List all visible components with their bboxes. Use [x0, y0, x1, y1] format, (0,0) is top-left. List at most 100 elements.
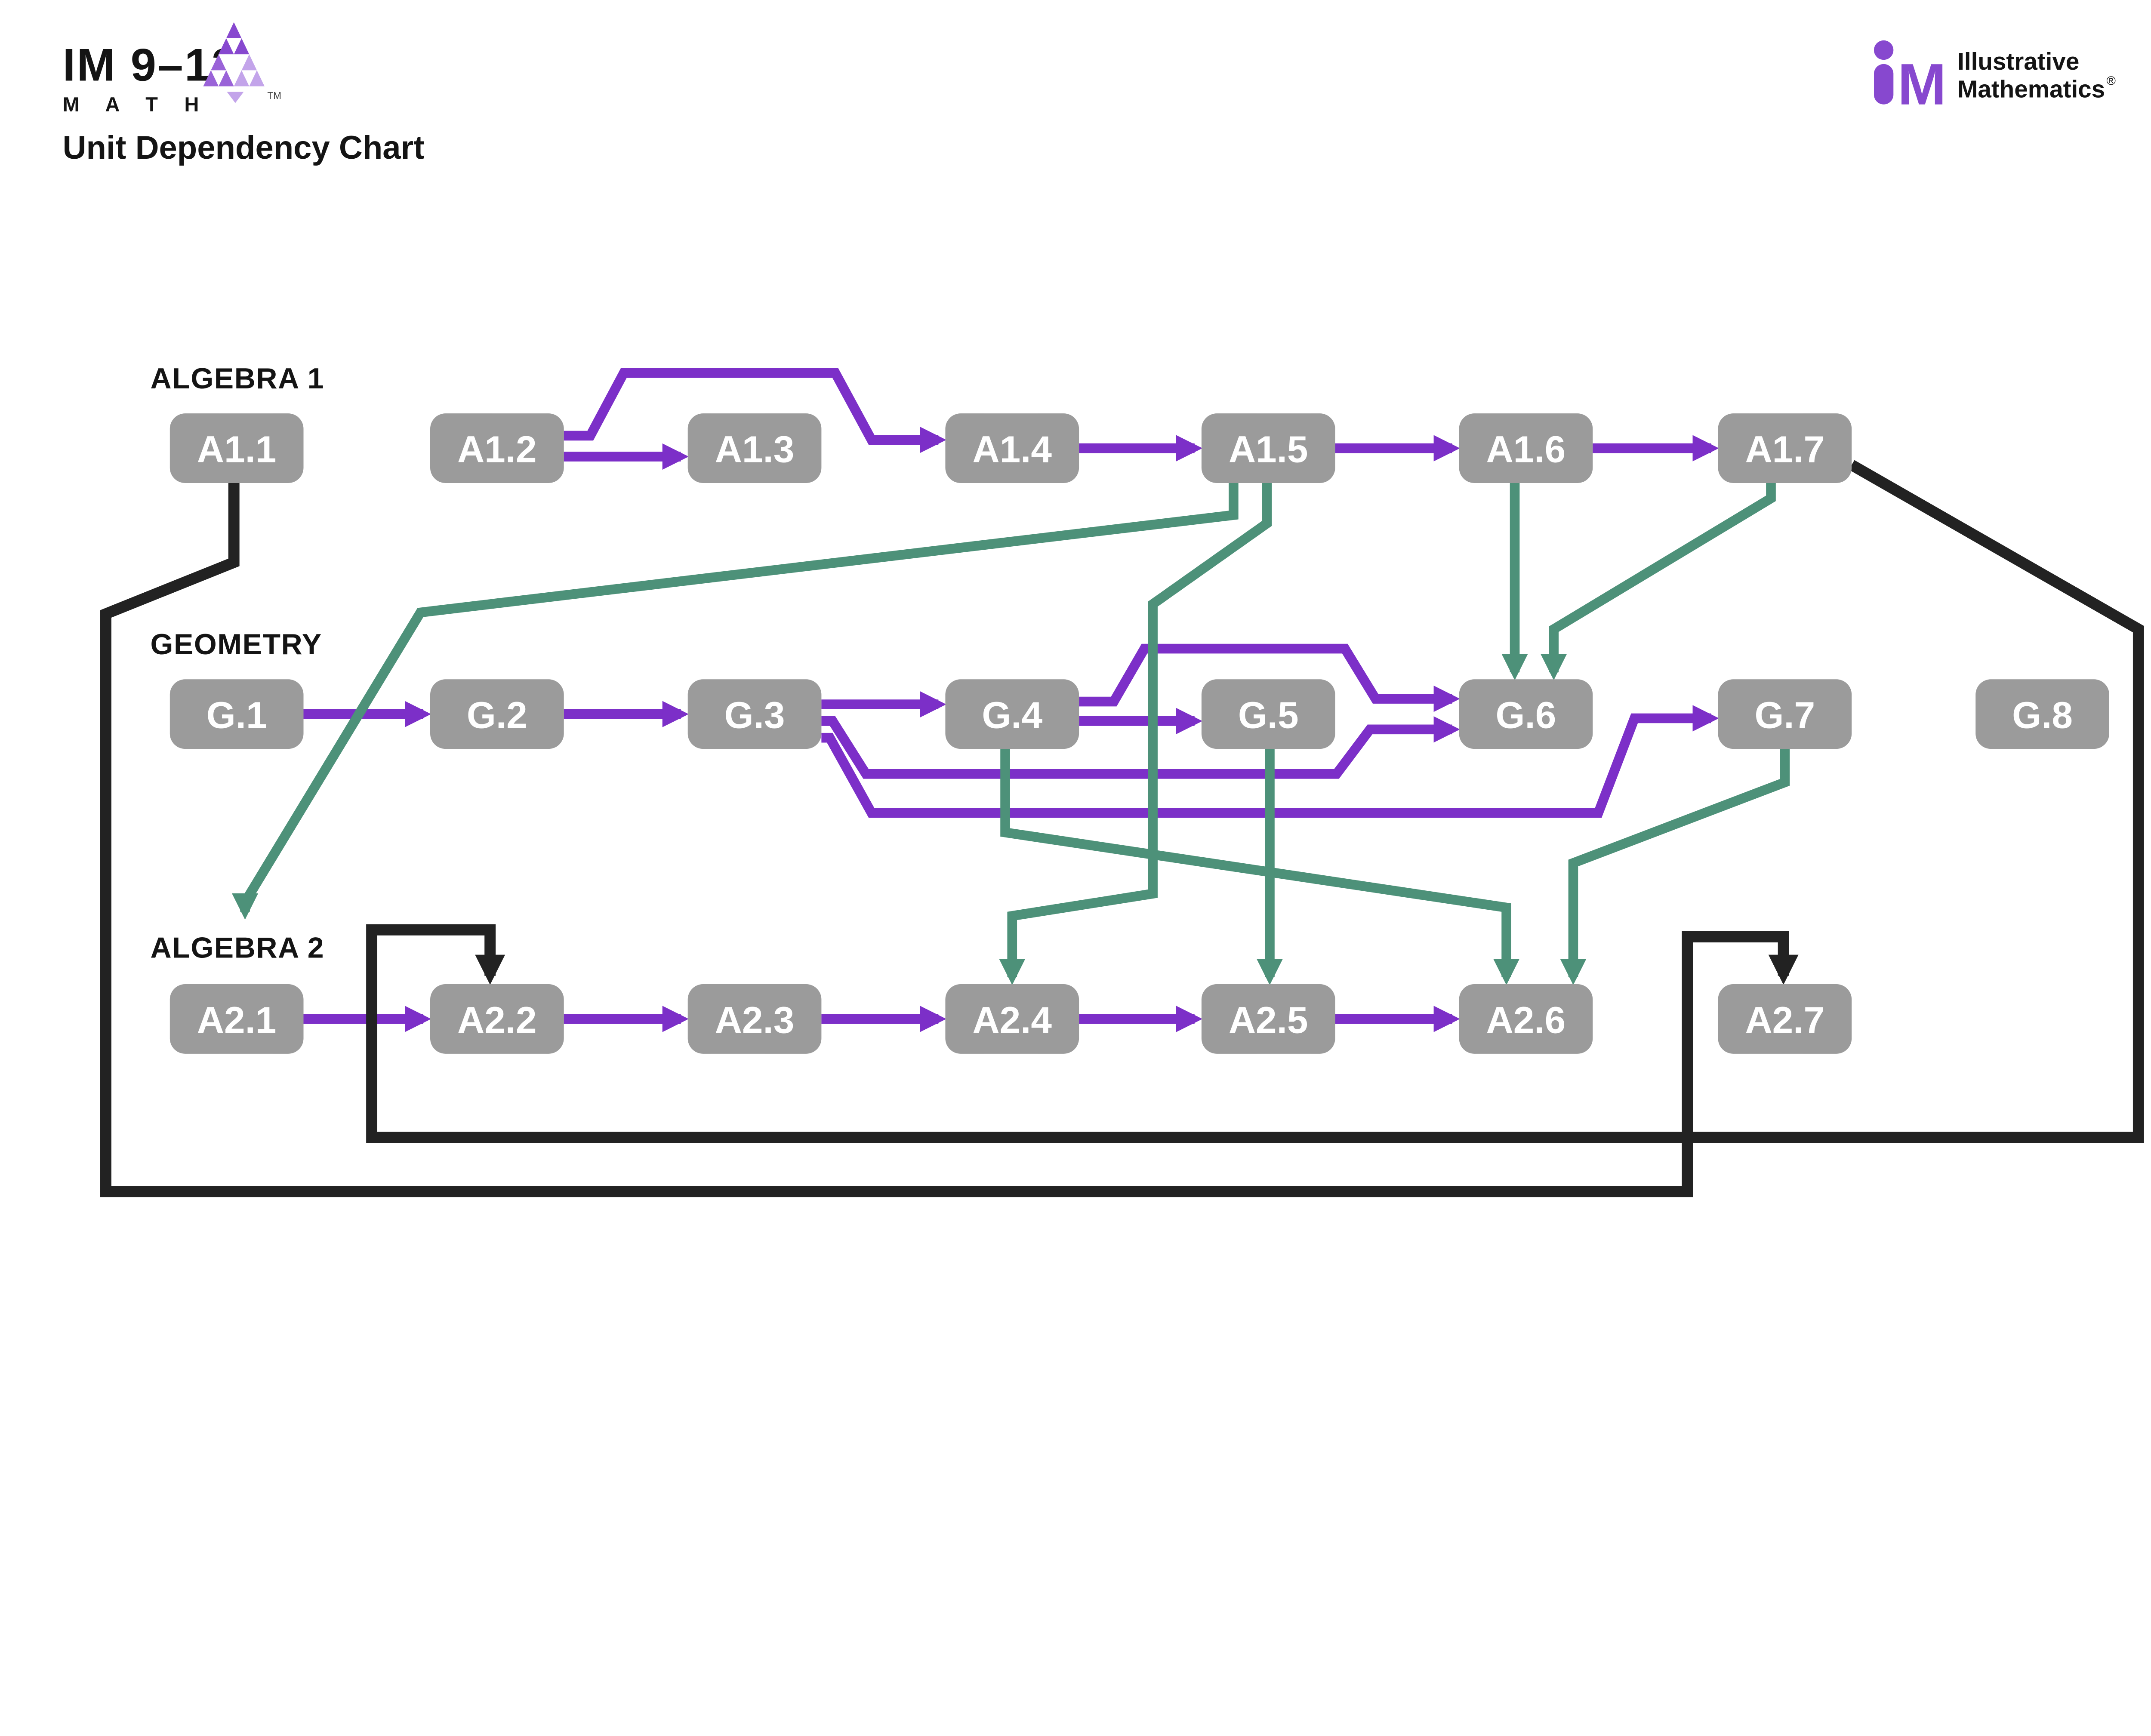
unit-node-a1-1[interactable]: A1.1 — [169, 413, 304, 483]
edge-g3-g7 — [821, 705, 1719, 818]
unit-node-a2-1[interactable]: A2.1 — [169, 984, 304, 1054]
unit-label: G.3 — [724, 694, 785, 736]
unit-box — [430, 984, 564, 1054]
unit-label: A1.1 — [197, 428, 277, 470]
edges-purple — [303, 368, 1719, 1032]
unit-node-a1-6[interactable]: A1.6 — [1459, 413, 1593, 483]
unit-node-g-7[interactable]: G.7 — [1718, 679, 1852, 749]
unit-label: A2.2 — [457, 999, 537, 1041]
unit-box — [1459, 984, 1593, 1054]
unit-node-a2-5[interactable]: A2.5 — [1201, 984, 1335, 1054]
sierpinski-triangle-icon — [203, 22, 265, 103]
trademark-symbol: TM — [267, 90, 281, 101]
unit-node-a1-5[interactable]: A1.5 — [1201, 413, 1335, 483]
unit-box — [1459, 679, 1593, 749]
edge-g3-g6 — [821, 716, 1460, 779]
unit-box — [1459, 413, 1593, 483]
unit-node-a1-4[interactable]: A1.4 — [945, 413, 1079, 483]
brand-i-dot-icon — [1874, 40, 1894, 60]
brand-m-icon: M — [1898, 52, 1946, 117]
unit-label: G.5 — [1238, 694, 1299, 736]
unit-label: A2.3 — [715, 999, 795, 1041]
unit-node-a1-2[interactable]: A1.2 — [430, 413, 564, 483]
unit-label: G.2 — [467, 694, 527, 736]
unit-box — [169, 984, 304, 1054]
row-label-geometry: GEOMETRY — [151, 628, 322, 661]
edge-g4-g6 — [1079, 643, 1460, 712]
triangle-cutout-small-1 — [226, 38, 242, 55]
brand-name-line1: Illustrative — [1957, 48, 2079, 75]
row-label-algebra1: ALGEBRA 1 — [151, 362, 325, 395]
unit-box — [1718, 984, 1852, 1054]
unit-box — [1718, 413, 1852, 483]
unit-label: A1.7 — [1745, 428, 1825, 470]
edge-a17-a22 — [366, 460, 2144, 1143]
edge-a17-g6 — [1541, 483, 1776, 680]
unit-box — [1718, 679, 1852, 749]
unit-box — [1201, 679, 1335, 749]
unit-node-g-5[interactable]: G.5 — [1201, 679, 1335, 749]
unit-node-g-8[interactable]: G.8 — [1975, 679, 2109, 749]
unit-label: A2.7 — [1745, 999, 1825, 1041]
row-label-algebra2: ALGEBRA 2 — [151, 932, 325, 964]
unit-label: G.6 — [1496, 694, 1556, 736]
unit-box — [169, 679, 304, 749]
illustrative-mathematics-logo: M Illustrative Mathematics ® — [1874, 40, 2116, 117]
unit-label: A1.3 — [715, 428, 795, 470]
unit-node-a2-7[interactable]: A2.7 — [1718, 984, 1852, 1054]
unit-node-g-1[interactable]: G.1 — [169, 679, 304, 749]
unit-label: A1.4 — [972, 428, 1052, 470]
unit-box — [945, 679, 1079, 749]
triangle-fragment — [227, 92, 244, 103]
brand-i-stem-icon — [1874, 64, 1894, 105]
unit-node-a1-3[interactable]: A1.3 — [687, 413, 822, 483]
unit-label: A2.4 — [972, 999, 1052, 1041]
unit-box — [687, 679, 822, 749]
unit-box — [430, 679, 564, 749]
unit-label: A2.5 — [1229, 999, 1308, 1041]
unit-box — [169, 413, 304, 483]
triangle-cutout-small-2 — [211, 70, 226, 86]
logo-math-text: M A T H — [63, 93, 210, 116]
row-geometry: G.1 G.2 G.3 G.4 G.5 G.6 G.7 G.8 — [169, 679, 2109, 749]
row-algebra2: A2.1 A2.2 A2.3 A2.4 A2.5 A2.6 A2.7 — [169, 984, 1852, 1054]
brand-name-line2: Mathematics — [1957, 76, 2105, 103]
unit-label: G.7 — [1754, 694, 1815, 736]
edge-a15-a24 — [999, 483, 1272, 985]
unit-box — [687, 413, 822, 483]
unit-label: A1.6 — [1486, 428, 1566, 470]
unit-node-a2-2[interactable]: A2.2 — [430, 984, 564, 1054]
unit-box — [945, 413, 1079, 483]
triangle-center-cutout — [219, 54, 250, 86]
unit-box — [1201, 984, 1335, 1054]
unit-node-a2-3[interactable]: A2.3 — [687, 984, 822, 1054]
unit-box — [430, 413, 564, 483]
page-title: Unit Dependency Chart — [63, 129, 425, 166]
edges-teal — [231, 483, 1790, 985]
unit-label: G.1 — [206, 694, 267, 736]
edges-black — [100, 460, 2144, 1197]
im-912-logo: IM 9–12 M A T H TM — [63, 22, 281, 116]
unit-node-a2-6[interactable]: A2.6 — [1459, 984, 1593, 1054]
edge-g7-a26 — [1560, 749, 1790, 985]
registered-symbol: ® — [2106, 74, 2115, 88]
edge-a11-a27 — [100, 483, 1799, 1197]
unit-node-a1-7[interactable]: A1.7 — [1718, 413, 1852, 483]
unit-label: A1.2 — [457, 428, 537, 470]
unit-label: A2.1 — [197, 999, 277, 1041]
unit-box — [945, 984, 1079, 1054]
row-algebra1: A1.1 A1.2 A1.3 A1.4 A1.5 A1.6 A1.7 — [169, 413, 1852, 483]
edge-a12-a14 — [564, 368, 946, 453]
unit-node-g-3[interactable]: G.3 — [687, 679, 822, 749]
unit-box — [687, 984, 822, 1054]
unit-box — [1201, 413, 1335, 483]
unit-label: A1.5 — [1229, 428, 1308, 470]
unit-node-g-6[interactable]: G.6 — [1459, 679, 1593, 749]
unit-node-a2-4[interactable]: A2.4 — [945, 984, 1079, 1054]
triangle-cutout-small-3 — [241, 70, 257, 86]
unit-label: A2.6 — [1486, 999, 1566, 1041]
unit-node-g-4[interactable]: G.4 — [945, 679, 1079, 749]
edge-g4-a26 — [1000, 749, 1520, 985]
unit-node-g-2[interactable]: G.2 — [430, 679, 564, 749]
